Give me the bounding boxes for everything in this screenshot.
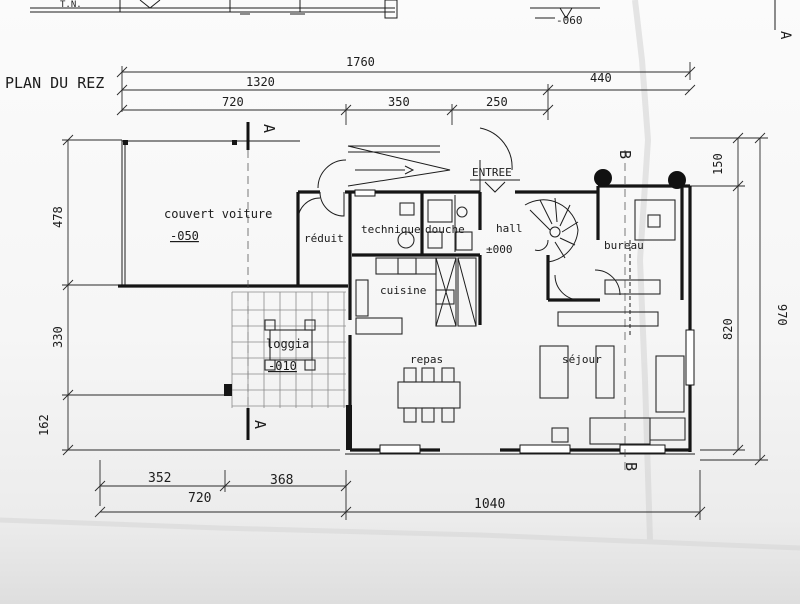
tn-label: T.N.: [60, 0, 82, 10]
dim-top-250: 250: [486, 95, 508, 109]
loggia-table: [264, 319, 316, 371]
dim-bottom-352: 352: [148, 471, 171, 486]
dim-bottom-720: 720: [188, 491, 211, 506]
dim-top-720: 720: [222, 95, 244, 109]
dim-right-970: 970: [775, 304, 789, 326]
dim-bottom-368: 368: [270, 473, 293, 488]
section-b-top: B: [616, 150, 634, 159]
dim-top-1320: 1320: [246, 75, 275, 89]
loggia-tiles: [231, 291, 346, 408]
kitchen-label: cuisine: [380, 284, 426, 297]
dim-top-350: 350: [388, 95, 410, 109]
dim-right-820: 820: [721, 318, 735, 340]
technique-fixtures: [397, 199, 473, 251]
dining-table: [397, 367, 461, 423]
section-b-marker-right: [668, 171, 686, 189]
section-b-bottom: B: [622, 462, 640, 471]
hall-level: ±000: [486, 243, 513, 256]
doors: [297, 127, 621, 301]
hall-label: hall: [496, 222, 523, 235]
office-furniture: [604, 199, 676, 335]
carport-outline: [118, 140, 348, 288]
section-a-bottom: A: [251, 420, 269, 429]
living-label: séjour: [562, 353, 602, 366]
dim-top-total: 1760: [346, 55, 375, 69]
loggia-label: loggia: [266, 337, 309, 351]
dim-right-150: 150: [711, 153, 725, 175]
top-strip-level: -060: [556, 14, 583, 27]
carport-level: -050: [170, 229, 199, 243]
section-mark-a-top-strip: A: [777, 31, 793, 40]
technical-label: technique: [361, 223, 421, 236]
section-b-marker-left: [594, 169, 612, 187]
dim-left-162: 162: [37, 414, 51, 436]
drawing-title: PLAN DU REZ: [5, 74, 104, 92]
dining-label: repas: [410, 353, 443, 366]
dim-bottom-1040: 1040: [474, 497, 505, 512]
top-strip-elevation: [30, 0, 776, 30]
dim-left-330: 330: [51, 326, 65, 348]
loggia-post: [224, 384, 232, 396]
carport-label: couvert voiture: [164, 207, 272, 221]
storage-label: réduit: [304, 232, 344, 245]
kitchen-furniture: [355, 257, 477, 335]
entry-ramp: [347, 145, 520, 193]
dim-left-478: 478: [51, 206, 65, 228]
dimension-lines: [62, 62, 768, 520]
entrance-label: ENTREE: [472, 166, 512, 179]
dim-top-440: 440: [590, 71, 612, 85]
office-label: bureau: [604, 239, 644, 252]
shower-label: douche: [425, 223, 465, 236]
loggia-level: -010: [268, 359, 297, 373]
spiral-stair: [524, 197, 579, 263]
living-furniture: [539, 311, 686, 445]
section-a-top: A: [260, 124, 278, 133]
house-walls: [296, 184, 695, 455]
